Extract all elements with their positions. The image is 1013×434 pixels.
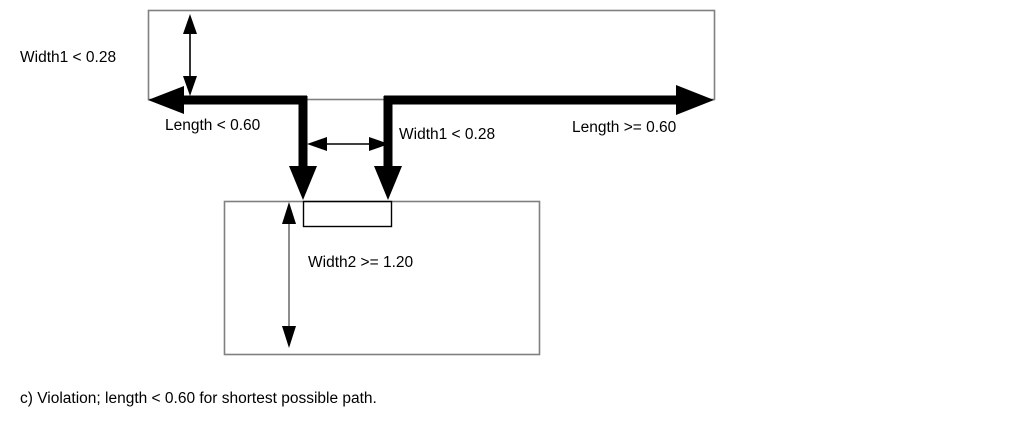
path-arrow-right	[676, 85, 714, 115]
gap-notch-rect	[302, 200, 393, 228]
label-width1-left: Width1 < 0.28	[20, 49, 117, 66]
path-arrow-down-left	[289, 166, 317, 200]
label-width2: Width2 >= 1.20	[308, 254, 414, 271]
width1-vertical-arrow-down	[183, 76, 197, 96]
path-arrow-left	[148, 86, 184, 114]
label-length-right: Length >= 0.60	[572, 119, 677, 136]
path-arrow-down-right	[374, 166, 402, 200]
upper-region-rect	[147, 9, 716, 101]
width1-horizontal-arrow-left	[307, 137, 327, 151]
width1-horizontal-arrow-right	[369, 137, 389, 151]
figure-caption: c) Violation; length < 0.60 for shortest…	[20, 390, 377, 407]
label-length-left: Length < 0.60	[165, 117, 261, 134]
width2-vertical-arrow-down	[282, 326, 296, 348]
label-width1-middle: Width1 < 0.28	[399, 126, 496, 143]
lower-region-rect	[223, 200, 541, 356]
width2-vertical-arrow-up	[282, 202, 296, 224]
width1-vertical-arrow-up	[183, 14, 197, 34]
